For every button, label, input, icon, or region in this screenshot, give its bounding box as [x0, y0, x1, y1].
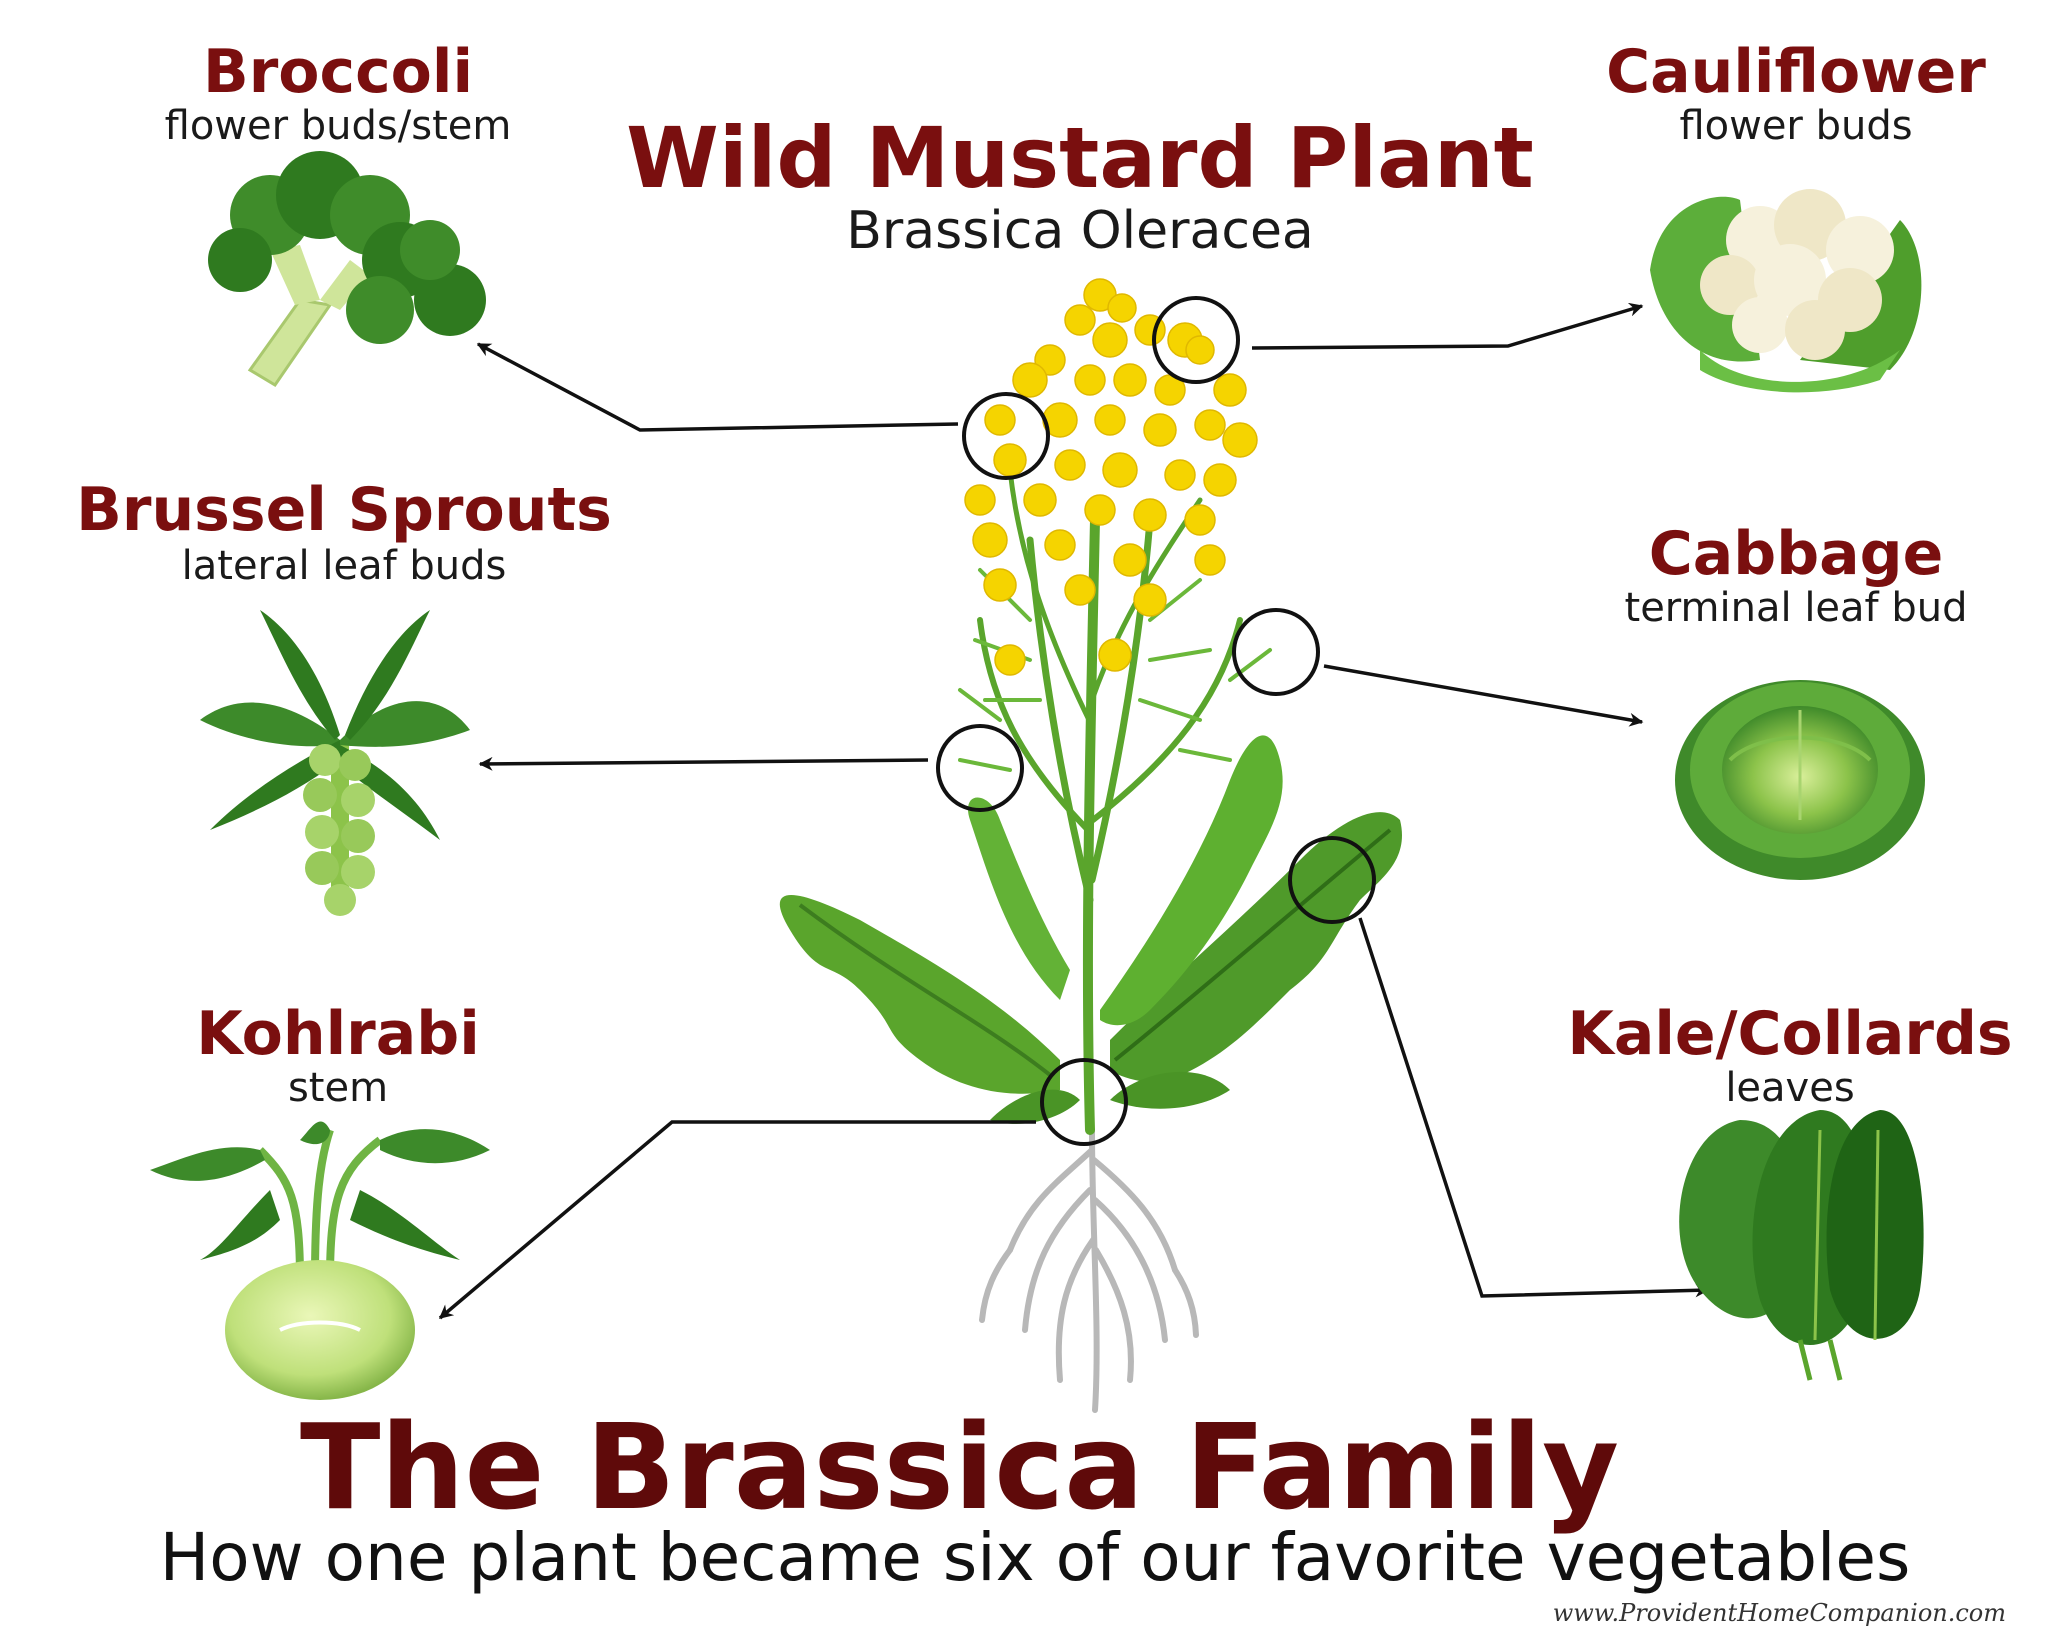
- veg-part: stem: [118, 1068, 558, 1108]
- veg-part: flower buds: [1556, 106, 2036, 146]
- veg-name: Cauliflower: [1556, 42, 2036, 102]
- family-subtitle: How one plant became six of our favorite…: [40, 1525, 2030, 1591]
- label-cabbage: Cabbage terminal leaf bud: [1556, 524, 2036, 628]
- family-title: The Brassica Family: [300, 1408, 1600, 1526]
- kale-collards-icon: [1679, 1110, 1923, 1380]
- veg-part: leaves: [1540, 1068, 2040, 1108]
- label-brussel-sprouts: Brussel Sprouts lateral leaf buds: [34, 480, 654, 586]
- site-watermark: www.ProvidentHomeCompanion.com: [1553, 1599, 2006, 1627]
- cabbage-icon: [1675, 680, 1925, 880]
- veg-part: terminal leaf bud: [1556, 588, 2036, 628]
- arrow-to-broccoli: [478, 344, 958, 430]
- kohlrabi-icon: [150, 1121, 490, 1400]
- veg-name: Kohlrabi: [118, 1004, 558, 1064]
- arrow-to-kohlrabi: [440, 1122, 1036, 1318]
- label-cauliflower: Cauliflower flower buds: [1556, 42, 2036, 146]
- veg-name: Cabbage: [1556, 524, 2036, 584]
- plant-subtitle: Brassica Oleracea: [700, 205, 1460, 257]
- callout-circle-cabbage: [1234, 610, 1318, 694]
- plant-roots: [982, 1130, 1196, 1410]
- veg-part: flower buds/stem: [118, 106, 558, 146]
- veg-part: lateral leaf buds: [34, 546, 654, 586]
- broccoli-icon: [208, 151, 486, 385]
- plant-title: Wild Mustard Plant: [600, 116, 1560, 200]
- label-broccoli: Broccoli flower buds/stem: [118, 42, 558, 146]
- cauliflower-icon: [1650, 189, 1921, 392]
- arrow-to-brussel-sprouts: [480, 760, 928, 764]
- label-kale-collards: Kale/Collards leaves: [1540, 1004, 2040, 1108]
- arrow-to-cauliflower: [1252, 306, 1642, 348]
- veg-name: Broccoli: [118, 42, 558, 102]
- arrow-to-cabbage: [1324, 666, 1642, 722]
- veg-name: Brussel Sprouts: [34, 480, 654, 540]
- label-kohlrabi: Kohlrabi stem: [118, 1004, 558, 1108]
- brussel-sprouts-icon: [200, 610, 470, 916]
- veg-name: Kale/Collards: [1540, 1004, 2040, 1064]
